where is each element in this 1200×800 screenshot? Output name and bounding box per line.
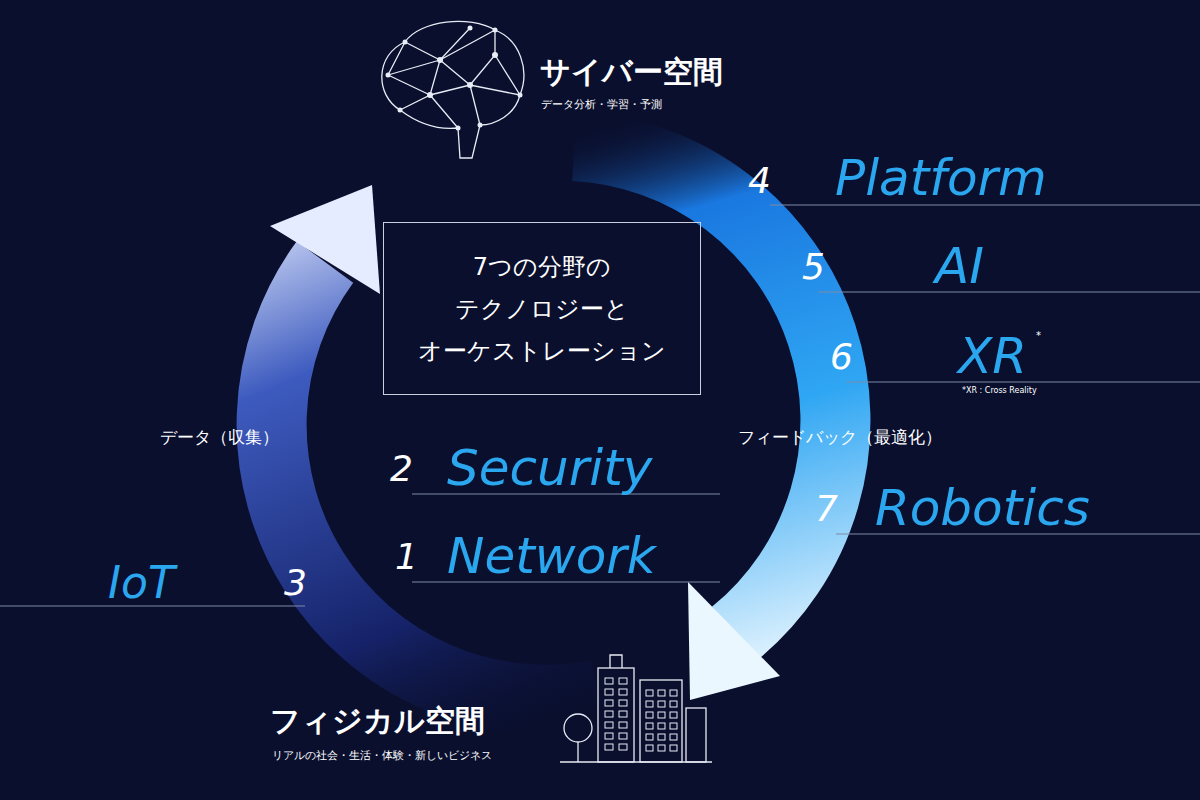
technology-name: Platform [835, 150, 1047, 208]
window [658, 712, 665, 718]
technology-name: XR [958, 328, 1027, 386]
callout-number: 2 [390, 448, 413, 489]
callout-number: 5 [802, 246, 825, 287]
window [658, 734, 665, 740]
space-title: フィジカル空間 [270, 704, 485, 739]
window [605, 689, 613, 695]
technology-name: Security [447, 440, 652, 498]
window [646, 690, 653, 696]
space-subtitle: リアルの社会・生活・体験・新しいビジネス [272, 750, 492, 763]
window [619, 711, 627, 717]
window [670, 690, 677, 696]
window [605, 744, 613, 750]
window [670, 734, 677, 740]
window [646, 712, 653, 718]
window [646, 745, 653, 751]
brain-icon [382, 21, 524, 158]
window [646, 734, 653, 740]
window [658, 745, 665, 751]
window [670, 745, 677, 751]
window [670, 712, 677, 718]
window [619, 744, 627, 750]
city-icon [560, 655, 712, 762]
window [619, 689, 627, 695]
center-box: 7つの分野の テクノロジーと オーケストレーション [383, 222, 701, 395]
window [619, 700, 627, 706]
collect-arrowhead [270, 185, 380, 294]
flow-label: フィードバック（最適化） [738, 428, 942, 448]
window [605, 678, 613, 684]
window [605, 733, 613, 739]
flow-label: データ（収集） [160, 428, 279, 448]
callout-number: 4 [748, 160, 771, 201]
space-title: サイバー空間 [540, 55, 723, 90]
center-title: 7つの分野の テクノロジーと オーケストレーション [397, 246, 687, 372]
underlines [0, 205, 1200, 606]
window [605, 700, 613, 706]
window [646, 701, 653, 707]
callout-number: 6 [830, 336, 853, 377]
footnote-mark: * [1036, 330, 1041, 342]
callout-number: 1 [395, 536, 418, 577]
window [658, 723, 665, 729]
window [670, 723, 677, 729]
technology-name: Robotics [875, 480, 1090, 538]
window [619, 678, 627, 684]
callout-number: 3 [284, 562, 307, 603]
window [646, 723, 653, 729]
technology-name: Network [447, 528, 656, 586]
window [605, 711, 613, 717]
space-subtitle: データ分析・学習・予測 [541, 99, 662, 112]
window [658, 701, 665, 707]
window [658, 690, 665, 696]
footnote: *XR : Cross Reality [962, 386, 1037, 395]
feedback-arrowhead [688, 582, 780, 700]
callout-number: 7 [815, 488, 838, 529]
window [605, 722, 613, 728]
window [619, 733, 627, 739]
technology-name: AI [935, 238, 984, 296]
technology-name: IoT [108, 558, 175, 609]
window [670, 701, 677, 707]
window [619, 722, 627, 728]
